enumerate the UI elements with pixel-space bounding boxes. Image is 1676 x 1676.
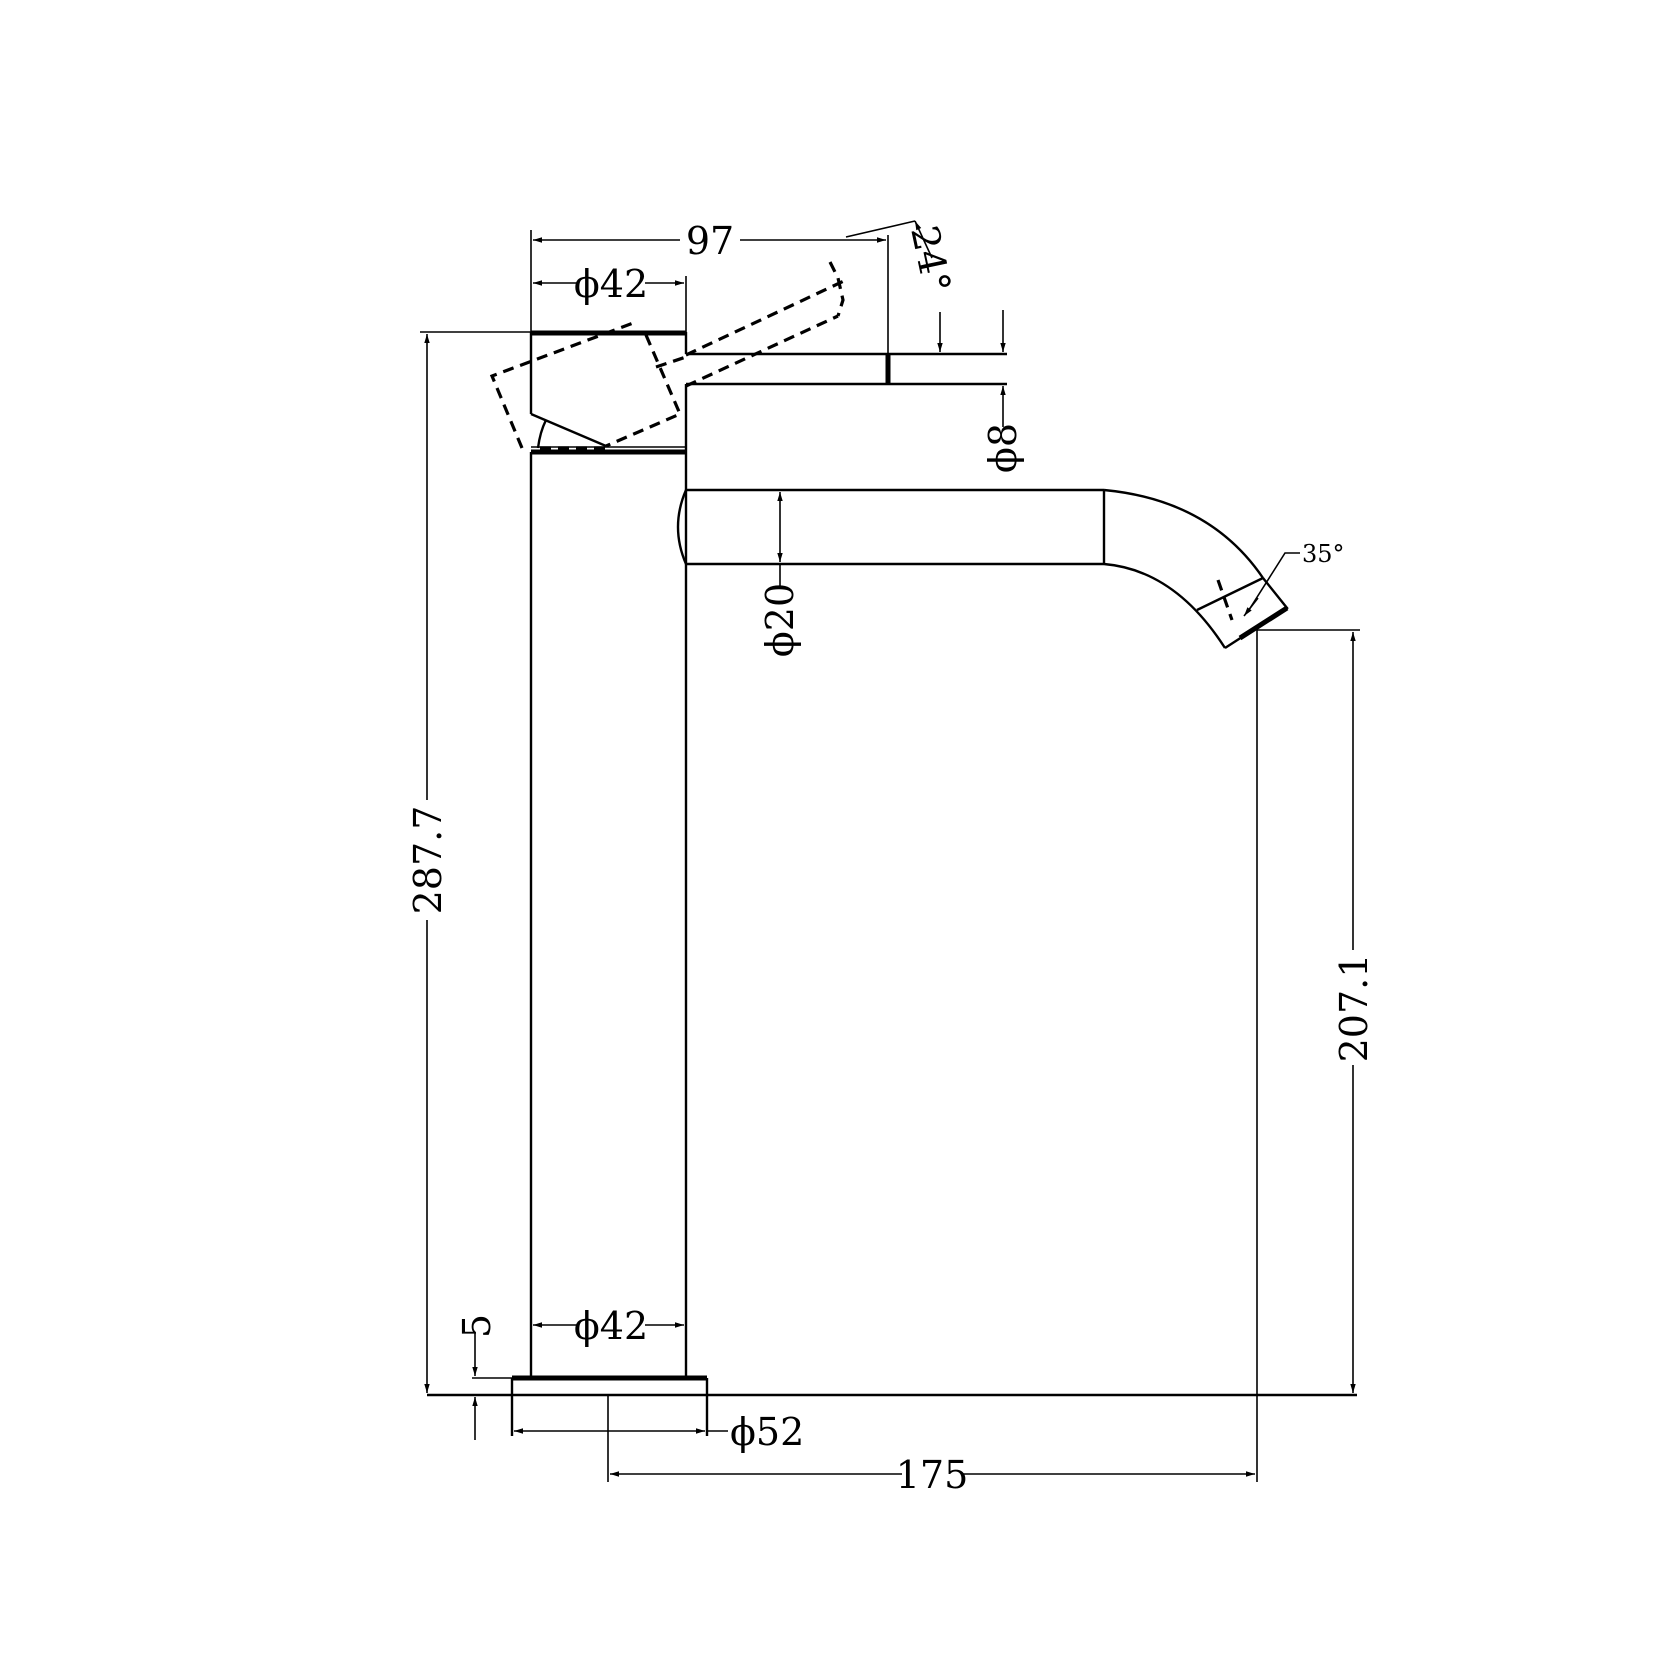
dim-spout-projection: 175 <box>607 630 1258 1497</box>
dim-outlet-angle: 35° <box>1216 540 1345 621</box>
dim-phi20-label: ϕ20 <box>758 583 802 657</box>
dim-35deg-label: 35° <box>1302 540 1345 568</box>
base-plate <box>427 1375 1357 1436</box>
dim-phi52-label: ϕ52 <box>730 1410 804 1454</box>
dim-handle-diameter: ϕ42 <box>533 262 687 332</box>
dim-outlet-height: 207.1 <box>1257 629 1376 1393</box>
dim-base-thickness: 5 <box>455 1314 512 1440</box>
dim-175-label: 175 <box>896 1453 969 1497</box>
spout <box>676 488 1289 650</box>
dim-overall-height: 287.7 <box>406 331 531 1393</box>
dim-handle-reach: 97 <box>530 219 889 354</box>
dim-97-label: 97 <box>686 219 734 263</box>
dim-phi8-label: ϕ8 <box>981 423 1025 473</box>
faucet-body <box>529 332 688 1377</box>
dim-207-1-label: 207.1 <box>1332 954 1376 1063</box>
dim-body-diameter: ϕ42 <box>533 1304 684 1348</box>
dim-287-7-label: 287.7 <box>406 806 450 915</box>
dim-phi42-bottom-label: ϕ42 <box>574 1304 648 1348</box>
handle-cartridge <box>489 261 847 455</box>
lever <box>686 352 1007 386</box>
dim-5-label: 5 <box>455 1314 499 1338</box>
dim-base-diameter: ϕ52 <box>514 1410 804 1454</box>
dim-phi42-top-label: ϕ42 <box>574 262 648 306</box>
dim-lever-diameter: ϕ8 <box>981 310 1025 473</box>
dim-24deg-label: 24° <box>902 222 959 297</box>
dim-spout-diameter: ϕ20 <box>758 492 802 657</box>
